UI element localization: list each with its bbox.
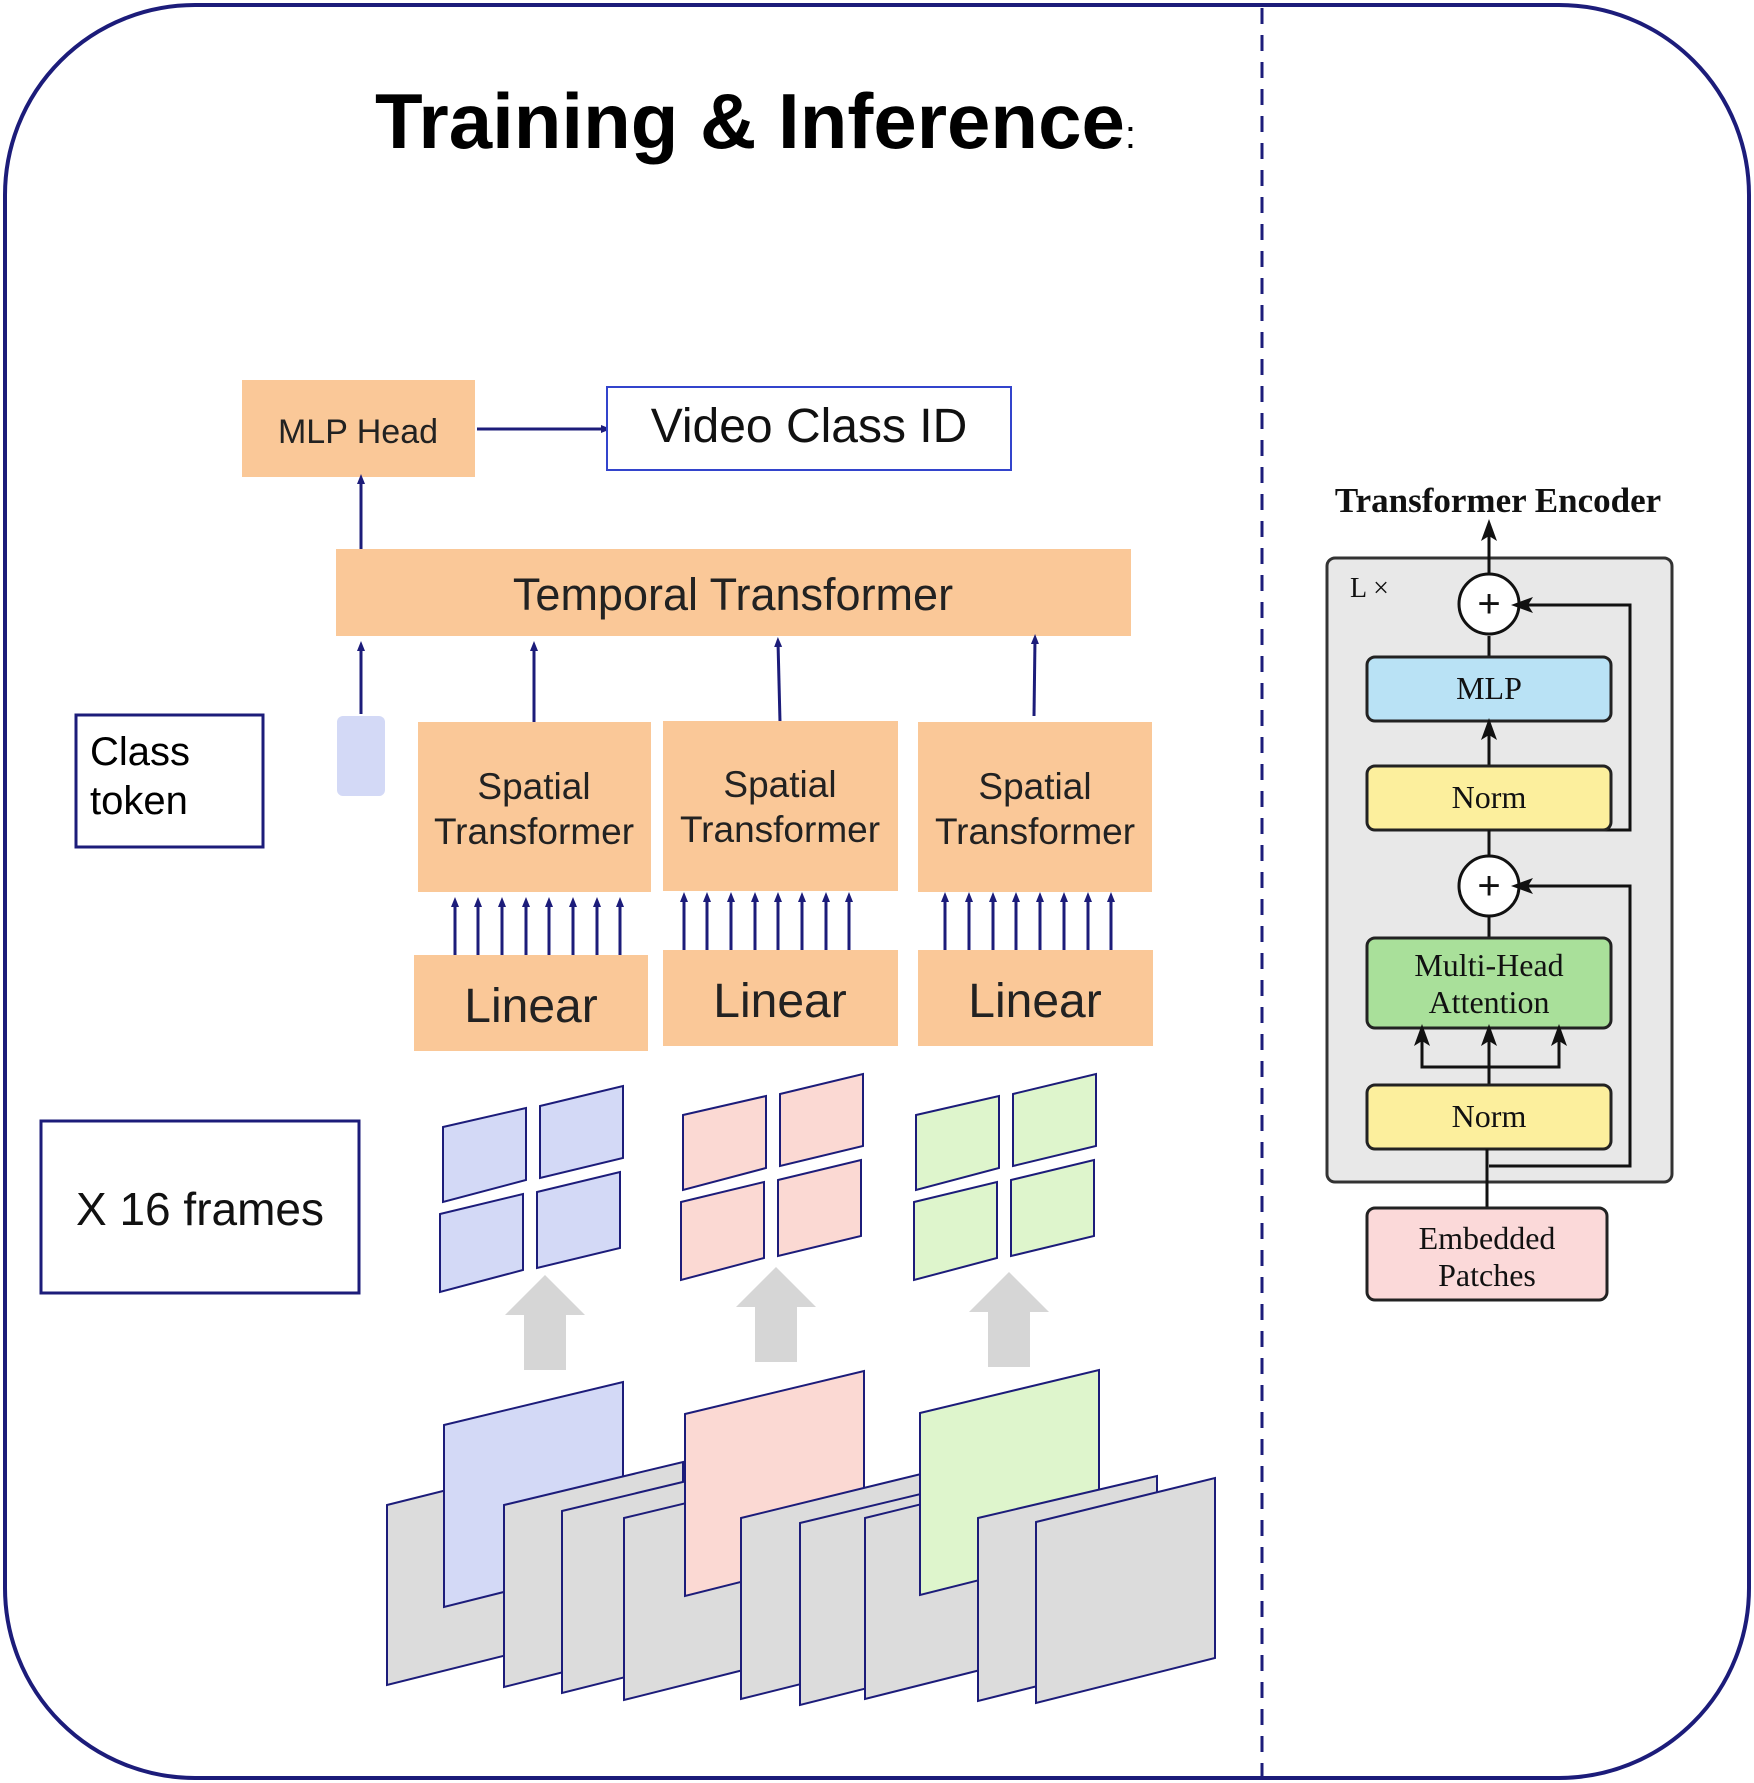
embedded-patches-box [1365, 1206, 1609, 1302]
token-arrows-1 [451, 897, 624, 955]
mlp-head-label: MLP Head [278, 413, 438, 451]
spatial-transformer-2-line1: Spatial [723, 764, 836, 805]
residual-add-middle-sign: + [1477, 864, 1500, 908]
encoder-title: Transformer Encoder [1335, 481, 1661, 520]
repeat-label: L × [1350, 573, 1389, 604]
linear-label-3: Linear [968, 975, 1101, 1028]
token-arrows-3 [941, 892, 1115, 950]
encoder-norm-bottom-box [1365, 1083, 1613, 1151]
spatial-transformer-box-3 [918, 722, 1152, 892]
gray-up-arrow-3-shape [969, 1272, 1049, 1367]
frames-count-box [39, 1119, 361, 1295]
spatial-transformer-3-line1: Spatial [978, 766, 1091, 807]
patch-group-green [913, 1072, 1097, 1282]
encoder-attention-label-2: Attention [1429, 984, 1550, 1020]
class-token-label-1: Class [90, 730, 190, 774]
encoder-norm-bottom-label: Norm [1452, 1098, 1527, 1134]
video-class-id-box [606, 386, 1012, 471]
mlp-head-box [242, 380, 475, 477]
temporal-transformer-box [336, 549, 1131, 636]
linear-label-2: Linear [713, 975, 846, 1028]
linear-box-1 [414, 955, 648, 1051]
encoder-norm-top-label: Norm [1452, 779, 1527, 815]
embedded-patches-label-2: Patches [1438, 1257, 1536, 1293]
frames-count-label: X 16 frames [76, 1183, 324, 1235]
encoder-attention-label-1: Multi-Head [1414, 947, 1563, 983]
outer-frame [3, 3, 1751, 1780]
class-token-block [337, 716, 385, 796]
residual-add-top-sign: + [1477, 582, 1500, 626]
residual-path-bottom [1489, 878, 1632, 1168]
embedded-patches-label-1: Embedded [1419, 1220, 1556, 1256]
temporal-transformer-label: Temporal Transformer [513, 569, 953, 620]
spatial-transformer-2-line2: Transformer [680, 809, 880, 850]
gray-up-arrow-1-shape [505, 1275, 585, 1370]
linear-label-1: Linear [464, 980, 597, 1033]
patch-group-blue [439, 1084, 624, 1294]
class-token-label-2: token [90, 779, 188, 823]
spatial-transformer-box-2 [663, 721, 898, 891]
class-token-box [74, 713, 265, 849]
video-class-id-label: Video Class ID [651, 400, 968, 453]
linear-box-2 [663, 950, 898, 1046]
patch-group-red [680, 1072, 864, 1282]
arrow-spatial-3 [1030, 634, 1039, 717]
frame-stack [386, 1368, 1216, 1707]
gray-up-arrow-2-shape [736, 1267, 816, 1362]
page-title: Training & Inference: [375, 77, 1136, 165]
arrow-spatial-2 [774, 637, 783, 723]
spatial-transformer-1-line2: Transformer [434, 811, 634, 852]
encoder-mlp-label: MLP [1456, 670, 1522, 706]
spatial-transformer-3-line2: Transformer [935, 811, 1135, 852]
spatial-transformer-1-line1: Spatial [477, 766, 590, 807]
linear-box-3 [918, 950, 1153, 1046]
spatial-transformer-box-1 [418, 722, 651, 892]
token-arrows-2 [680, 892, 853, 950]
